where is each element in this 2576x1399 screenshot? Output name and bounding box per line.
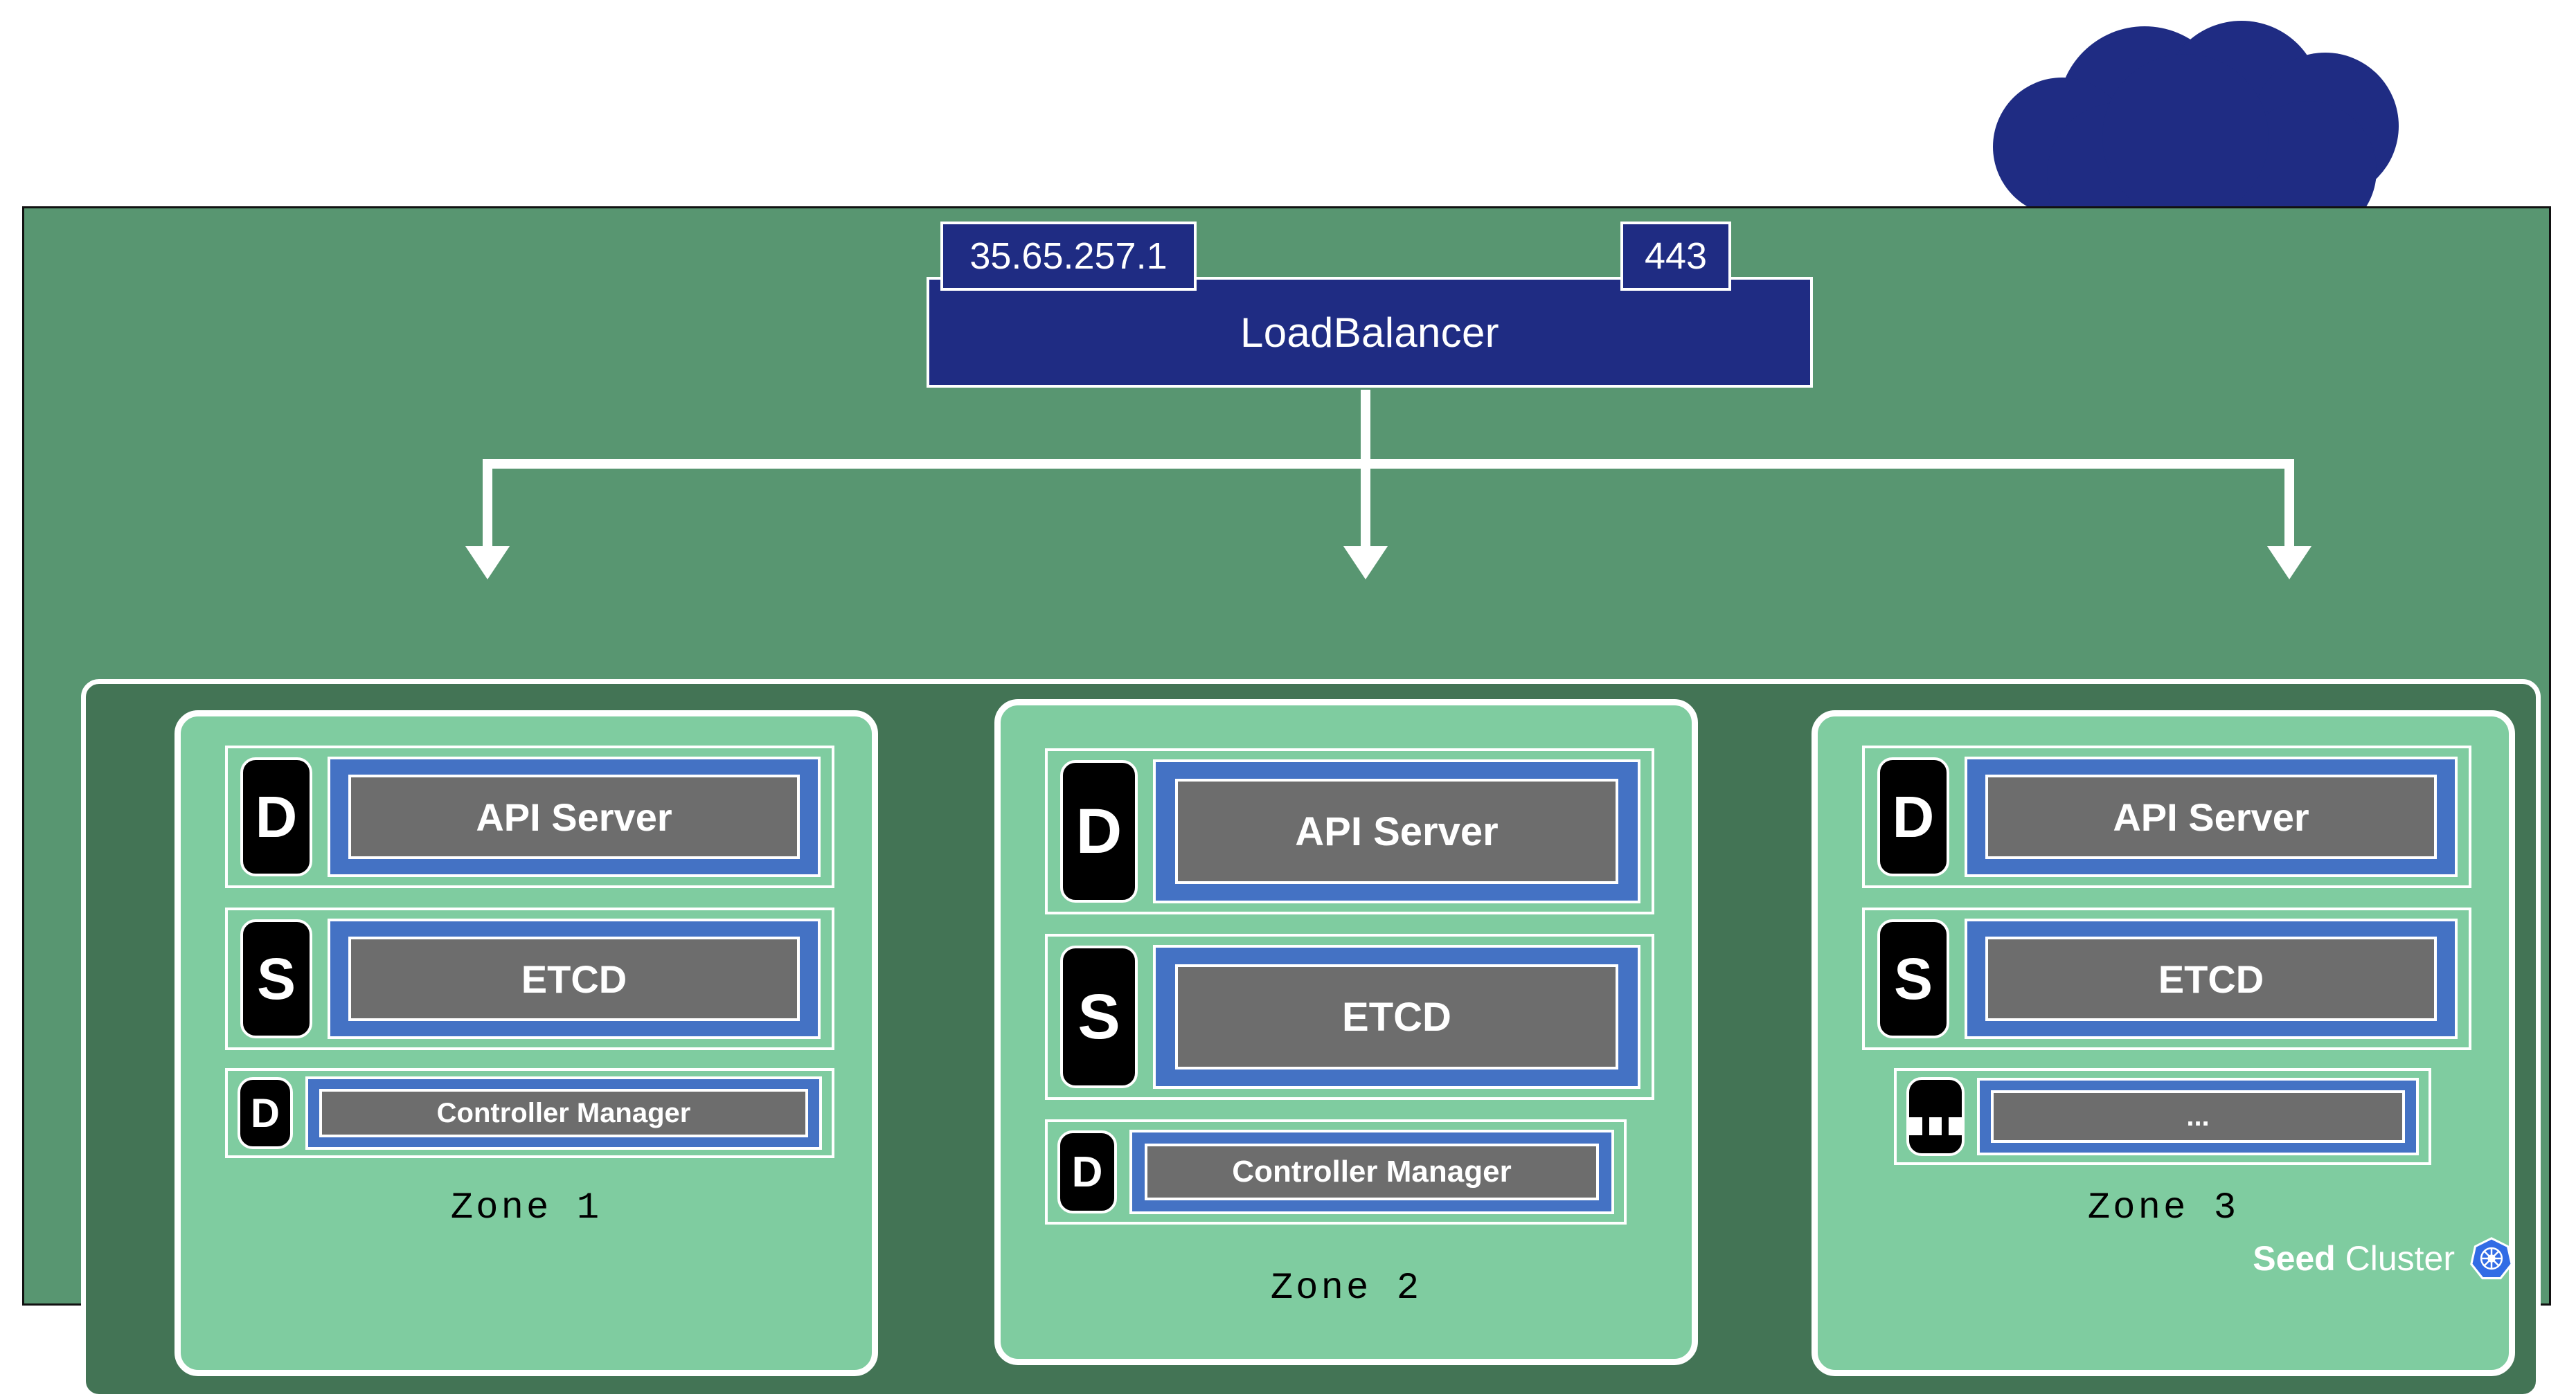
load-balancer-label: LoadBalancer bbox=[1240, 309, 1499, 356]
component-box: ETCD bbox=[348, 937, 800, 1021]
component-label: API Server bbox=[2113, 795, 2309, 840]
badge-label: D bbox=[256, 784, 298, 851]
arrowhead-zone-3 bbox=[2267, 546, 2311, 579]
badge-label: S bbox=[257, 946, 296, 1013]
cloud-icon bbox=[1980, 14, 2424, 215]
component-label: ... bbox=[2186, 1101, 2209, 1132]
component-box: Controller Manager bbox=[319, 1089, 808, 1137]
component-frame: ETCD bbox=[1965, 919, 2458, 1039]
load-balancer-ip-chip: 35.65.257.1 bbox=[940, 222, 1197, 291]
component-label: API Server bbox=[476, 795, 672, 840]
connector-trunk bbox=[1361, 390, 1370, 467]
badge-label: D bbox=[1072, 1148, 1103, 1197]
workload-badge-statefulset: S bbox=[240, 919, 312, 1038]
workload-badge-deployment: D bbox=[240, 757, 312, 876]
badge-label: D bbox=[1893, 784, 1935, 851]
component-row[interactable]: D API Server bbox=[1045, 748, 1654, 914]
component-label: API Server bbox=[1295, 809, 1498, 855]
component-box: ETCD bbox=[1985, 937, 2437, 1021]
component-row[interactable]: D Controller Manager bbox=[1045, 1119, 1627, 1225]
load-balancer-port-chip: 443 bbox=[1620, 222, 1731, 291]
port-label: 443 bbox=[1645, 235, 1707, 278]
cluster-suffix: Cluster bbox=[2336, 1239, 2455, 1278]
component-frame: API Server bbox=[1965, 757, 2458, 877]
load-balancer-box[interactable]: LoadBalancer bbox=[927, 277, 1813, 388]
badge-label: D bbox=[1076, 795, 1122, 868]
ip-address-label: 35.65.257.1 bbox=[969, 235, 1167, 278]
badge-label: S bbox=[1077, 981, 1120, 1054]
component-label: ETCD bbox=[521, 957, 627, 1002]
component-row[interactable]: S ETCD bbox=[225, 908, 834, 1050]
component-frame: ETCD bbox=[328, 919, 821, 1039]
workload-badge-statefulset: S bbox=[1877, 919, 1949, 1038]
badge-label: D bbox=[251, 1090, 280, 1137]
workload-badge-deployment: D bbox=[1057, 1130, 1117, 1213]
arrowhead-zone-2 bbox=[1343, 546, 1388, 579]
component-frame: Controller Manager bbox=[305, 1076, 822, 1150]
badge-dot-icon bbox=[1929, 1117, 1942, 1135]
zone-card-2[interactable]: D API Server S ETCD bbox=[994, 699, 1698, 1365]
workload-badge-deployment: D bbox=[1877, 757, 1949, 876]
component-row[interactable]: D API Server bbox=[1862, 746, 2471, 888]
component-label: Controller Manager bbox=[1232, 1155, 1511, 1189]
connector-drop-zone-3 bbox=[2284, 459, 2294, 549]
seed-cluster-footer: Seed Cluster bbox=[2253, 1237, 2513, 1280]
component-frame: Controller Manager bbox=[1129, 1130, 1614, 1214]
component-box: ... bbox=[1991, 1090, 2405, 1143]
component-frame: API Server bbox=[328, 757, 821, 877]
component-label: ETCD bbox=[2158, 957, 2264, 1002]
component-frame: ETCD bbox=[1153, 945, 1640, 1089]
workload-badge-deployment: D bbox=[1060, 760, 1138, 903]
component-box: API Server bbox=[1175, 779, 1618, 884]
zones-container: D API Server S ETCD bbox=[81, 679, 2541, 1399]
arrowhead-zone-1 bbox=[465, 546, 510, 579]
kubernetes-logo-icon bbox=[2470, 1237, 2513, 1280]
component-row[interactable]: D Controller Manager bbox=[225, 1068, 834, 1158]
badge-dot-icon bbox=[1909, 1117, 1922, 1135]
workload-badge-statefulset: S bbox=[1060, 946, 1138, 1088]
zone-label: Zone 1 bbox=[181, 1187, 872, 1229]
component-label: Controller Manager bbox=[437, 1098, 691, 1129]
component-frame: API Server bbox=[1153, 759, 1640, 903]
diagram-canvas: D API Server S ETCD bbox=[0, 0, 2576, 1306]
zone-label: Zone 3 bbox=[1818, 1187, 2509, 1229]
connector-drop-zone-2 bbox=[1361, 459, 1370, 549]
seed-cluster-title: Seed Cluster bbox=[2253, 1238, 2455, 1279]
workload-badge-deployment: D bbox=[238, 1077, 293, 1149]
component-label: ETCD bbox=[1342, 994, 1451, 1040]
zone-card-1[interactable]: D API Server S ETCD bbox=[175, 710, 878, 1376]
workload-badge-more bbox=[1906, 1077, 1965, 1156]
component-row[interactable]: ... bbox=[1894, 1068, 2431, 1165]
zone-label: Zone 2 bbox=[1001, 1267, 1692, 1310]
component-box: API Server bbox=[1985, 775, 2437, 859]
component-row[interactable]: S ETCD bbox=[1862, 908, 2471, 1050]
badge-dot-icon bbox=[1949, 1117, 1962, 1135]
badge-label: S bbox=[1894, 946, 1933, 1013]
component-frame: ... bbox=[1977, 1078, 2419, 1155]
seed-brand: Seed bbox=[2253, 1239, 2336, 1278]
component-box: Controller Manager bbox=[1145, 1144, 1599, 1200]
component-row[interactable]: D API Server bbox=[225, 746, 834, 888]
component-box: API Server bbox=[348, 775, 800, 859]
component-row[interactable]: S ETCD bbox=[1045, 934, 1654, 1100]
component-box: ETCD bbox=[1175, 964, 1618, 1069]
connector-drop-zone-1 bbox=[483, 459, 492, 549]
connector-bus bbox=[483, 459, 2294, 469]
